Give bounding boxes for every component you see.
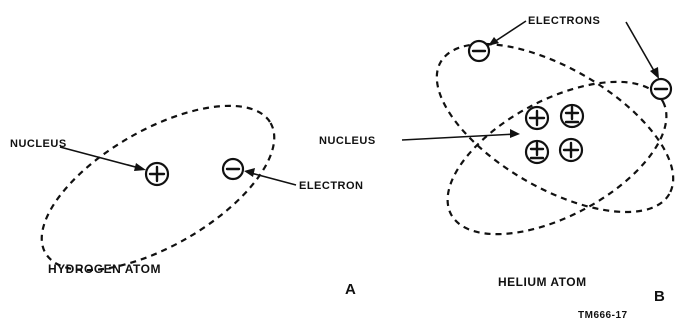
- hydrogen-nucleus-proton: [144, 161, 170, 187]
- helium-caption: HELIUM ATOM: [498, 275, 587, 289]
- helium-proton-1: [524, 105, 550, 131]
- helium-nucleus-label: NUCLEUS: [319, 135, 376, 147]
- helium-electrons-arrow-left: [488, 20, 527, 46]
- helium-electron-2: [649, 77, 673, 101]
- hydrogen-electron-arrow: [244, 168, 297, 186]
- hydrogen-orbit: [40, 104, 276, 272]
- hydrogen-nucleus-label: NUCLEUS: [10, 138, 67, 150]
- hydrogen-electron-label: ELECTRON: [299, 180, 364, 192]
- panel-a-letter: A: [345, 281, 356, 298]
- helium-neutron-1: [559, 103, 585, 129]
- hydrogen-atom-figure: NUCLEUS ELECTRON HYDROGEN ATOM A: [10, 104, 364, 298]
- helium-electrons-label: ELECTRONS: [528, 15, 600, 27]
- figure-id: TM666-17: [578, 310, 628, 321]
- helium-nucleus-arrow: [401, 129, 520, 141]
- hydrogen-caption: HYDROGEN ATOM: [48, 262, 161, 276]
- hydrogen-nucleus-arrow: [59, 146, 146, 171]
- helium-orbit-2: [446, 80, 668, 236]
- panel-b-letter: B: [654, 288, 665, 305]
- helium-neutron-2: [524, 139, 550, 165]
- helium-proton-2: [558, 137, 584, 163]
- helium-atom-figure: ELECTRONS NUCLEUS HELIUM ATOM B: [319, 15, 675, 305]
- hydrogen-electron: [221, 157, 245, 181]
- helium-electron-1: [467, 39, 491, 63]
- helium-electrons-arrow-right: [625, 21, 659, 79]
